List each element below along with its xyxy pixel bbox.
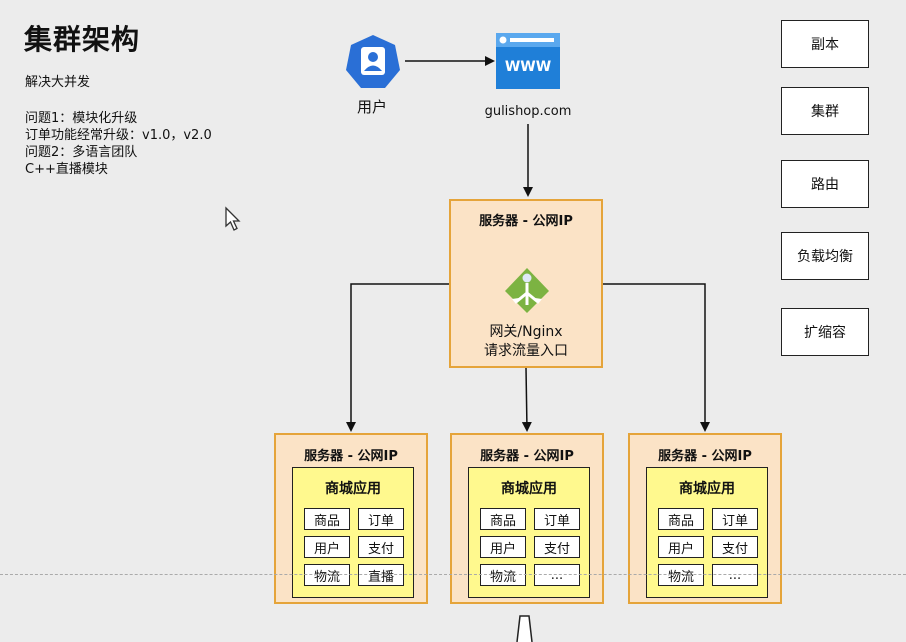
- browser-www-text: WWW: [505, 59, 551, 75]
- mall-app-title: 商城应用: [501, 481, 557, 497]
- module-cell: 支付: [358, 536, 404, 558]
- module-cell: ...: [534, 564, 580, 586]
- gateway-icon: [505, 268, 549, 313]
- note-line: 解决大并发: [25, 75, 91, 90]
- mall-app-title: 商城应用: [325, 481, 381, 497]
- concept-routing-box: 路由: [781, 160, 869, 208]
- module-cell: 商品: [658, 508, 704, 530]
- browser-icon: WWW: [496, 33, 560, 89]
- user-icon: [346, 35, 400, 88]
- page-title: 集群架构: [24, 23, 141, 56]
- app-server-box: 服务器 - 公网IP 商城应用 商品 订单 用户 支付 物流 ...: [628, 433, 782, 604]
- mall-app-box: 商城应用 商品 订单 用户 支付 物流 直播: [292, 467, 414, 598]
- domain-label: gulishop.com: [484, 104, 572, 119]
- module-cell: 物流: [480, 564, 526, 586]
- app-server-box: 服务器 - 公网IP 商城应用 商品 订单 用户 支付 物流 直播: [274, 433, 428, 604]
- user-label: 用户: [356, 98, 387, 116]
- mall-app-box: 商城应用 商品 订单 用户 支付 物流 ...: [468, 467, 590, 598]
- module-cell: 用户: [304, 536, 350, 558]
- mall-app-title: 商城应用: [679, 481, 735, 497]
- gateway-server-box: 服务器 - 公网IP 网关/Nginx 请求流量入口: [449, 199, 603, 368]
- module-cell: 直播: [358, 564, 404, 586]
- partial-shape: [516, 615, 533, 642]
- module-cell: 支付: [712, 536, 758, 558]
- note-line: C++直播模块: [25, 162, 108, 177]
- app-server-box: 服务器 - 公网IP 商城应用 商品 订单 用户 支付 物流 ...: [450, 433, 604, 604]
- concept-load-balancing-box: 负载均衡: [781, 232, 869, 280]
- app-server-title: 服务器 - 公网IP: [304, 449, 398, 464]
- module-cell: 支付: [534, 536, 580, 558]
- mouse-cursor-icon: [225, 206, 241, 231]
- note-line: 订单功能经常升级：v1.0，v2.0: [25, 128, 212, 143]
- module-cell: ...: [712, 564, 758, 586]
- page-break-line: [0, 574, 906, 575]
- module-cell: 订单: [534, 508, 580, 530]
- concept-cluster-box: 集群: [781, 87, 869, 135]
- concept-scaling-box: 扩缩容: [781, 308, 869, 356]
- note-line: 问题2：多语言团队: [25, 145, 138, 160]
- app-server-title: 服务器 - 公网IP: [480, 449, 574, 464]
- gateway-label: 网关/Nginx: [489, 324, 563, 340]
- module-cell: 用户: [658, 536, 704, 558]
- module-cell: 商品: [480, 508, 526, 530]
- module-cell: 物流: [304, 564, 350, 586]
- app-server-title: 服务器 - 公网IP: [658, 449, 752, 464]
- note-line: 问题1：模块化升级: [25, 111, 138, 126]
- concept-replica-box: 副本: [781, 20, 869, 68]
- mall-app-box: 商城应用 商品 订单 用户 支付 物流 ...: [646, 467, 768, 598]
- module-cell: 物流: [658, 564, 704, 586]
- gateway-server-title: 服务器 - 公网IP: [479, 214, 573, 229]
- module-cell: 商品: [304, 508, 350, 530]
- module-cell: 订单: [358, 508, 404, 530]
- gateway-sublabel: 请求流量入口: [484, 343, 568, 359]
- module-cell: 用户: [480, 536, 526, 558]
- module-cell: 订单: [712, 508, 758, 530]
